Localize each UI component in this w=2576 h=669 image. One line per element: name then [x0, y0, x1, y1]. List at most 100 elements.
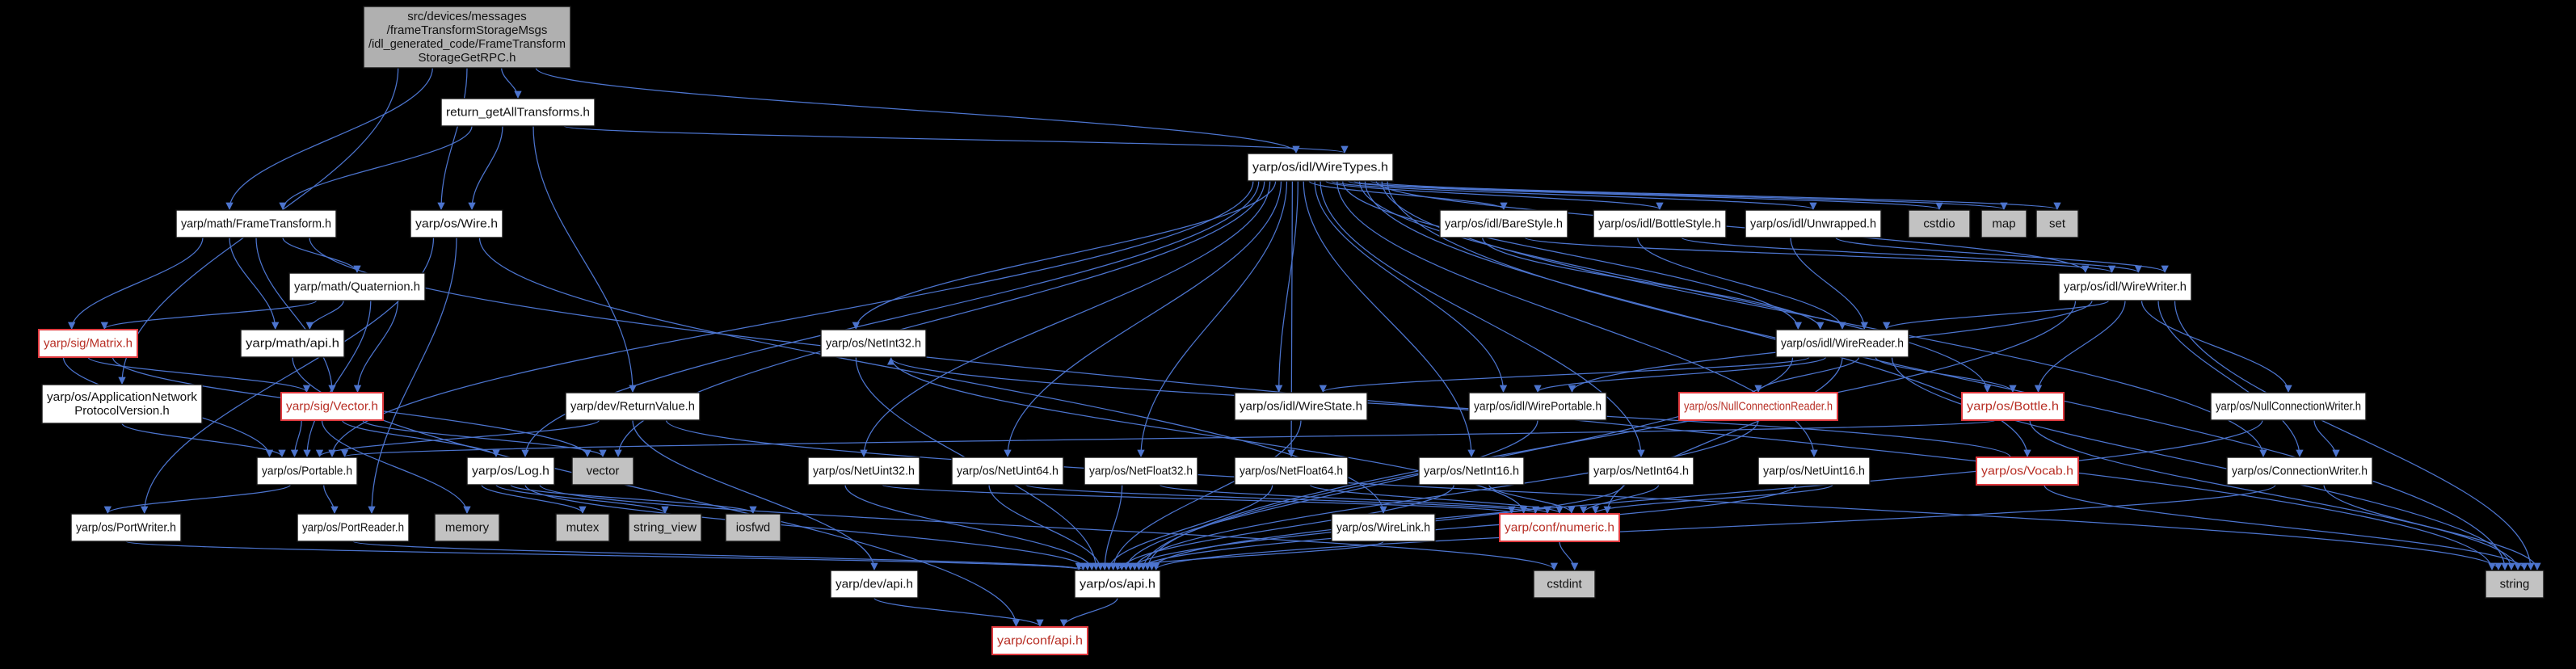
dependency-edge-n16-n23 — [1875, 356, 2017, 393]
node-yarp-os-nullconnectionwriter-h[interactable]: yarp/os/NullConnectionWriter.h — [2210, 392, 2367, 421]
node-label: yarp/os/idl/WireState.h — [1240, 400, 1362, 414]
dependency-edge-n16-n20 — [1319, 356, 1810, 393]
node-yarp-os-idl-wiretypes-h[interactable]: yarp/os/idl/WireTypes.h — [1247, 153, 1394, 182]
dependency-edge-n43-n46 — [1113, 541, 1384, 570]
node-yarp-os-idl-barestyle-h[interactable]: yarp/os/idl/BareStyle.h — [1439, 209, 1568, 238]
dependency-edge-n32-n46 — [1118, 484, 1454, 570]
dependency-edge-n25-n37 — [103, 484, 291, 514]
node-yarp-os-nullconnectionreader-h[interactable]: yarp/os/NullConnectionReader.h — [1678, 392, 1838, 421]
node-yarp-os-netuint16-h[interactable]: yarp/os/NetUint16.h — [1757, 457, 1871, 486]
node-box — [2058, 272, 2192, 301]
node-yarp-os-netfloat64-h[interactable]: yarp/os/NetFloat64.h — [1234, 457, 1349, 486]
node-box — [1908, 209, 1971, 238]
node-yarp-math-quaternion-h[interactable]: yarp/math/Quaternion.h — [288, 272, 426, 301]
node-yarp-os-connectionwriter-h[interactable]: yarp/os/ConnectionWriter.h — [2226, 457, 2373, 486]
node-label: yarp/os/idl/BareStyle.h — [1445, 217, 1563, 231]
dependency-edge-n3-n13 — [68, 237, 204, 330]
node-yarp-os-netuint64-h[interactable]: yarp/os/NetUint64.h — [951, 457, 1064, 486]
node-cstdio: cstdio — [1908, 209, 1971, 238]
node-label: yarp/os/Bottle.h — [1967, 400, 2059, 414]
node-label: yarp/os/NetFloat32.h — [1089, 465, 1193, 478]
node-box — [280, 392, 384, 421]
node-box — [830, 570, 919, 599]
node-box — [1331, 513, 1436, 542]
node-yarp-os-portreader-h[interactable]: yarp/os/PortReader.h — [297, 513, 410, 542]
node-yarp-sig-matrix-h[interactable]: yarp/sig/Matrix.h — [38, 329, 138, 358]
node-yarp-os-idl-wirereader-h[interactable]: yarp/os/idl/WireReader.h — [1775, 329, 1909, 358]
node-box — [297, 513, 410, 542]
dependency-edge-n11-n14 — [305, 300, 344, 330]
node-label: yarp/dev/api.h — [836, 578, 913, 591]
node-yarp-os-portable-h[interactable]: yarp/os/Portable.h — [256, 457, 358, 486]
dependency-edge-n2-n20 — [1275, 180, 1299, 393]
node-mutex: mutex — [555, 513, 610, 542]
node-label: yarp/os/PortWriter.h — [76, 521, 176, 535]
node-box — [1980, 209, 2027, 238]
node-label: yarp/os/PortReader.h — [302, 521, 404, 535]
dependency-edge-n2-n7 — [1331, 180, 1817, 210]
node-label: yarp/os/idl/WirePortable.h — [1474, 400, 1602, 414]
node-yarp-os-idl-wireportable-h[interactable]: yarp/os/idl/WirePortable.h — [1468, 392, 1607, 421]
node-label: yarp/conf/numeric.h — [1505, 521, 1614, 535]
node-yarp-os-bottle-h[interactable]: yarp/os/Bottle.h — [1961, 392, 2065, 421]
node-yarp-os-wirelink-h[interactable]: yarp/os/WireLink.h — [1331, 513, 1436, 542]
node-box — [1961, 392, 2065, 421]
dependency-edge-n38-n46 — [352, 541, 1087, 570]
node-yarp-os-idl-bottlestyle-h[interactable]: yarp/os/idl/BottleStyle.h — [1593, 209, 1727, 238]
dependency-edge-n1-n2 — [563, 125, 1349, 154]
dependency-edge-n3-n18 — [255, 237, 336, 393]
dependency-edge-n30-n44 — [1159, 484, 1551, 514]
node-box — [256, 457, 358, 486]
node-yarp-os-log-h[interactable]: yarp/os/Log.h — [466, 457, 555, 486]
node-yarp-os-vocab-h[interactable]: yarp/os/Vocab.h — [1976, 457, 2079, 486]
dependency-edge-n34-n46 — [1134, 484, 1796, 570]
node-yarp-conf-numeric-h[interactable]: yarp/conf/numeric.h — [1499, 513, 1620, 542]
dependency-edge-n46-n49 — [1059, 597, 1118, 627]
node-box — [1247, 153, 1394, 182]
node-yarp-os-netfloat32-h[interactable]: yarp/os/NetFloat32.h — [1084, 457, 1198, 486]
dependency-edge-n18-n39 — [321, 419, 471, 514]
node-yarp-os-idl-unwrapped-h[interactable]: yarp/os/idl/Unwrapped.h — [1745, 209, 1882, 238]
node-label: yarp/os/NullConnectionWriter.h — [2216, 400, 2361, 414]
node-yarp-os-idl-wirestate-h[interactable]: yarp/os/idl/WireState.h — [1234, 392, 1368, 421]
node-yarp-os-netint16-h[interactable]: yarp/os/NetInt16.h — [1418, 457, 1525, 486]
node-yarp-dev-returnvalue-h[interactable]: yarp/dev/ReturnValue.h — [565, 392, 701, 421]
dependency-edge-n1-n3 — [279, 125, 473, 210]
dependency-edge-n11-n13 — [100, 300, 318, 330]
dependency-edge-n6-n12 — [1681, 237, 2142, 273]
node-label: yarp/math/api.h — [246, 337, 339, 351]
node-label: string — [2500, 578, 2530, 591]
node-yarp-math-api-h[interactable]: yarp/math/api.h — [240, 329, 345, 358]
node-yarp-math-frametransform-h[interactable]: yarp/math/FrameTransform.h — [175, 209, 337, 238]
dependency-edge-n12-n16 — [1883, 300, 2110, 330]
dependency-edge-n36-n48 — [2323, 484, 2541, 570]
dependency-edge-n23-n48 — [2029, 419, 2522, 570]
dependency-edge-n1-n4 — [468, 125, 503, 210]
node-return-getalltransforms-h[interactable]: return_getAllTransforms.h — [440, 98, 596, 127]
node-label: yarp/sig/Matrix.h — [44, 337, 133, 351]
dependency-edge-n2-n32 — [1303, 180, 1475, 457]
node-yarp-dev-api-h[interactable]: yarp/dev/api.h — [830, 570, 919, 599]
node-yarp-os-api-h[interactable]: yarp/os/api.h — [1074, 570, 1161, 599]
node-yarp-os-netint64-h[interactable]: yarp/os/NetInt64.h — [1588, 457, 1694, 486]
node-yarp-os-netint32-h[interactable]: yarp/os/NetInt32.h — [820, 329, 927, 358]
node-label: yarp/os/NetInt16.h — [1424, 465, 1519, 478]
node-yarp-os-netuint32-h[interactable]: yarp/os/NetUint32.h — [807, 457, 920, 486]
node-label: iosfwd — [736, 521, 771, 535]
node-box — [1775, 329, 1909, 358]
node-yarp-sig-vector-h[interactable]: yarp/sig/Vector.h — [280, 392, 384, 421]
node-box — [434, 513, 500, 542]
node-label: yarp/os/WireLink.h — [1336, 521, 1430, 535]
node-label: yarp/math/FrameTransform.h — [181, 217, 331, 231]
node-yarp-conf-api-h[interactable]: yarp/conf/api.h — [991, 626, 1088, 655]
node-yarp-os-idl-wirewriter-h[interactable]: yarp/os/idl/WireWriter.h — [2058, 272, 2192, 301]
dependency-edge-n11-n18 — [353, 300, 399, 393]
dependency-edge-n12-n48 — [2174, 300, 2535, 570]
dependency-edge-n2-n27 — [614, 180, 1265, 457]
node-label: yarp/os/NetInt64.h — [1593, 465, 1689, 478]
node-yarp-os-wire-h[interactable]: yarp/os/Wire.h — [410, 209, 503, 238]
node-yarp-os-portwriter-h[interactable]: yarp/os/PortWriter.h — [70, 513, 182, 542]
